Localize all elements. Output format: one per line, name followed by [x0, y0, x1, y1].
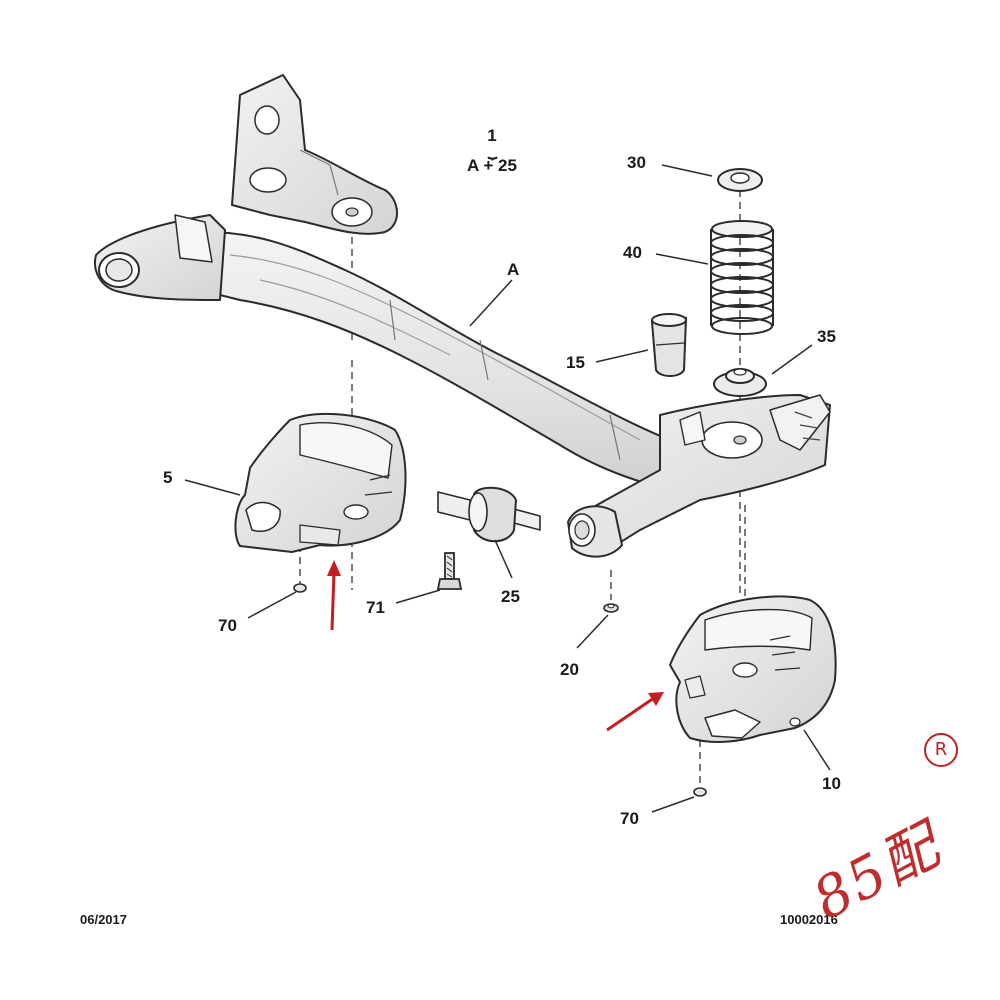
label-part-20: 20 — [560, 660, 579, 679]
label-part-70-left: 70 — [218, 616, 237, 635]
upper-spring-seat — [717, 168, 763, 192]
label-part-30: 30 — [627, 153, 646, 172]
leader-lines — [184, 164, 831, 813]
assembly-formula: 1 ⏟ A + 25 — [452, 126, 532, 176]
arrow-right — [606, 696, 655, 732]
brace-icon: ⏟ — [487, 142, 498, 159]
label-part-5: 5 — [163, 468, 173, 487]
footer-doc-number: 10002016 — [780, 912, 838, 927]
label-part-35: 35 — [817, 327, 836, 346]
footer-date: 06/2017 — [80, 912, 127, 927]
label-part-40: 40 — [623, 243, 642, 262]
bolt — [436, 552, 463, 590]
label-part-71: 71 — [366, 598, 385, 617]
label-part-15: 15 — [566, 353, 585, 372]
left-bracket — [234, 412, 407, 553]
axle-bushing — [437, 486, 541, 543]
arrow-left — [330, 571, 336, 631]
label-axle-beam: A — [507, 260, 520, 279]
lower-spring-seat — [713, 368, 767, 397]
bump-stop — [650, 313, 688, 377]
assembly-ref: 1 — [487, 126, 497, 145]
coil-spring — [710, 220, 774, 335]
rear-axle-beam — [94, 74, 831, 558]
label-part-70-right: 70 — [620, 809, 639, 828]
registered-mark-icon: R — [924, 733, 958, 767]
label-part-10: 10 — [822, 774, 841, 793]
assembly-formula-text: A + 25 — [467, 156, 517, 175]
red-arrows — [327, 560, 664, 732]
label-part-25: 25 — [501, 587, 520, 606]
right-bracket — [669, 595, 837, 743]
fasteners — [293, 583, 707, 797]
